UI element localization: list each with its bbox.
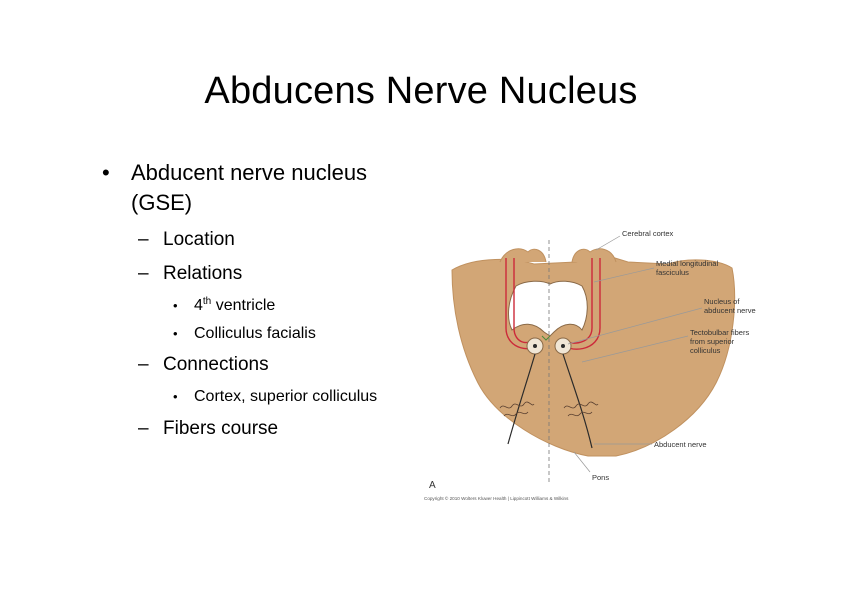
pontine-nuclei bbox=[499, 401, 599, 417]
panel-letter: A bbox=[429, 480, 436, 491]
sub-bullet-location: – Location bbox=[100, 228, 420, 252]
bullet-text-line2: (GSE) bbox=[131, 190, 193, 215]
subsub-bullet-label: Cortex, superior colliculus bbox=[194, 388, 378, 405]
label-abducent-nerve: Abducent nerve bbox=[654, 440, 707, 449]
subsub-bullet-colliculus: • Colliculus facialis bbox=[100, 324, 420, 344]
sub-bullet-label: Fibers course bbox=[163, 418, 279, 439]
label-pons: Pons bbox=[592, 473, 609, 482]
ventricle-number: 4 bbox=[194, 297, 203, 314]
abducent-nerve-fibers bbox=[507, 353, 593, 449]
copyright-line: Copyright © 2010 Wolters Kluwer Health |… bbox=[424, 495, 569, 501]
sub-bullet-relations: – Relations bbox=[100, 262, 420, 286]
bullet-abducent-nucleus: • Abducent nerve nucleus (GSE) bbox=[100, 158, 420, 218]
ventricle-superscript: th bbox=[202, 296, 212, 307]
bullet-mark: • bbox=[173, 389, 178, 404]
bullet-mark: • bbox=[173, 298, 178, 313]
left-pontine-cluster bbox=[499, 401, 535, 409]
left-nucleus-core bbox=[533, 344, 537, 348]
label-tecto-line1: Tectobulbar fibers bbox=[690, 328, 749, 337]
left-cortex-hook bbox=[499, 248, 547, 263]
sub-bullet-connections: – Connections bbox=[100, 353, 420, 377]
leader-cerebral-cortex bbox=[595, 235, 621, 251]
label-cerebral-cortex: Cerebral cortex bbox=[622, 229, 674, 238]
right-pontine-cluster-2 bbox=[567, 411, 593, 417]
bullet-mark: • bbox=[173, 326, 178, 341]
leader-pons bbox=[573, 451, 591, 473]
dash-mark: – bbox=[138, 418, 149, 439]
sub-bullet-fibers: – Fibers course bbox=[100, 417, 420, 441]
pons-tissue bbox=[451, 253, 736, 457]
slide-title: Abducens Nerve Nucleus bbox=[204, 70, 638, 112]
subsub-bullet-ventricle: • 4th ventricle bbox=[100, 296, 420, 316]
right-pontine-cluster bbox=[563, 401, 599, 409]
label-mlf-line2: fasciculus bbox=[656, 268, 689, 277]
sub-bullet-label: Connections bbox=[163, 354, 269, 375]
bullet-mark: • bbox=[102, 160, 110, 185]
dash-mark: – bbox=[138, 229, 149, 250]
leader-lines bbox=[567, 235, 703, 473]
right-nerve-fiber bbox=[562, 353, 593, 449]
pons-cross-section-figure: Cerebral cortex Medial longitudinal fasc… bbox=[416, 218, 796, 508]
right-cortex-hook bbox=[571, 248, 617, 263]
leader-mlf bbox=[593, 267, 655, 283]
label-nucleus-line1: Nucleus of bbox=[704, 297, 740, 306]
sub-bullet-label: Location bbox=[163, 229, 235, 250]
left-nerve-fiber bbox=[507, 353, 536, 445]
ventricle-text: ventricle bbox=[211, 297, 276, 314]
bullet-text-line1: Abducent nerve nucleus bbox=[131, 160, 368, 185]
label-tecto-line2: from superior bbox=[690, 337, 735, 346]
fourth-ventricle bbox=[508, 280, 588, 337]
label-nucleus-line2: abducent nerve bbox=[704, 306, 756, 315]
pons-diagram: Cerebral cortex Medial longitudinal fasc… bbox=[424, 229, 756, 501]
sub-bullet-label: Relations bbox=[163, 263, 243, 284]
right-nucleus-core bbox=[561, 344, 565, 348]
label-mlf-line1: Medial longitudinal bbox=[656, 259, 718, 268]
subsub-bullet-label: Colliculus facialis bbox=[194, 325, 316, 342]
bullet-list: • Abducent nerve nucleus (GSE) – Locatio… bbox=[100, 158, 420, 441]
subsub-bullet-cortex: • Cortex, superior colliculus bbox=[100, 387, 420, 407]
left-pontine-cluster-2 bbox=[503, 411, 529, 417]
mlf-mark bbox=[541, 335, 551, 341]
dash-mark: – bbox=[138, 354, 149, 375]
leader-nucleus bbox=[567, 307, 703, 345]
leader-tectobulbar bbox=[581, 335, 689, 363]
label-tecto-line3: colliculus bbox=[690, 346, 721, 355]
dash-mark: – bbox=[138, 263, 149, 284]
